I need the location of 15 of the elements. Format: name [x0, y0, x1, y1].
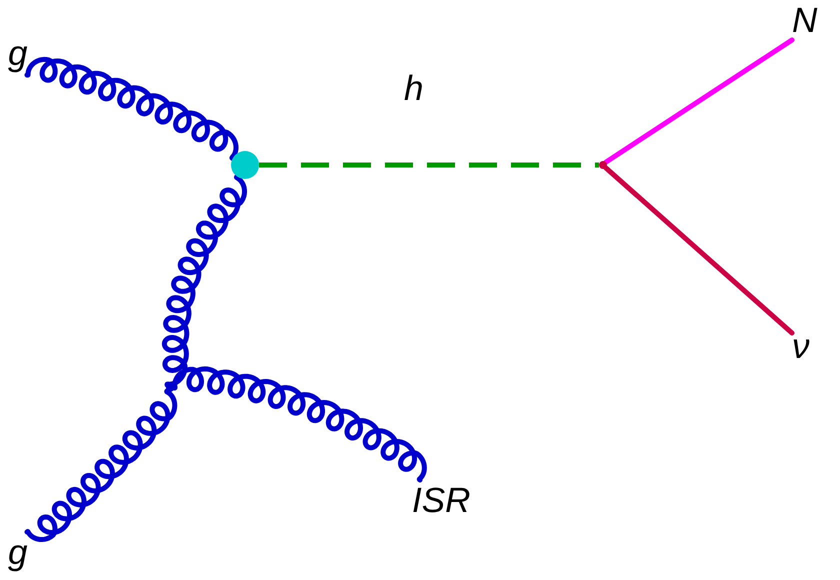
particle-label: g [8, 33, 28, 75]
particle-label: ISR [412, 480, 470, 522]
particle-label: ν [792, 326, 810, 368]
junction-dot [599, 161, 607, 169]
particle-line [603, 38, 794, 165]
edge-label: h [404, 68, 424, 110]
particle-label: g [8, 532, 28, 574]
gluon-line [162, 174, 248, 388]
particle-line [603, 165, 794, 336]
dashed-line [259, 162, 599, 168]
gluon-line [24, 388, 178, 542]
vertex-dot [231, 151, 259, 179]
gluon-line [172, 366, 427, 482]
particle-label: N [792, 0, 818, 42]
gluon-line [24, 56, 238, 161]
